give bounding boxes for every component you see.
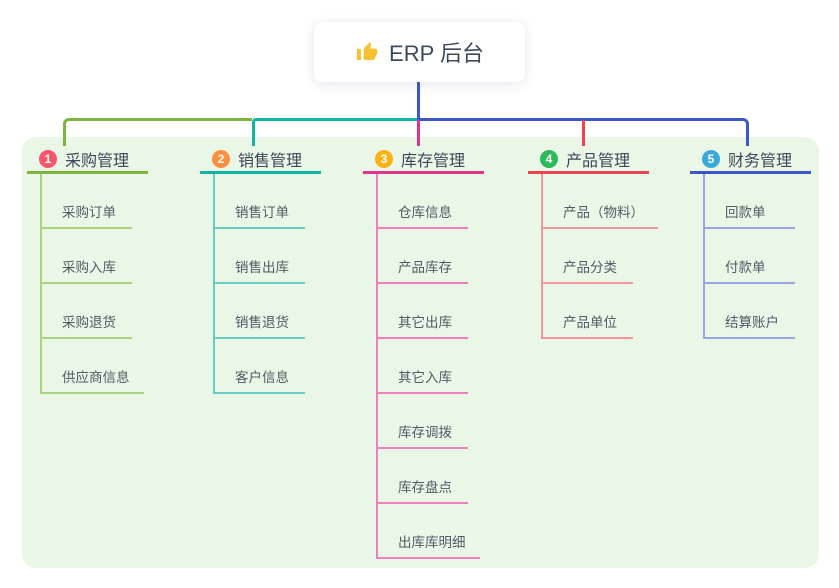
connector-branch2	[252, 118, 417, 146]
branch-inventory-header[interactable]: 3 库存管理	[363, 146, 484, 174]
branch-finance-label: 财务管理	[728, 152, 793, 170]
branch-sales-header[interactable]: 2 销售管理	[200, 146, 321, 174]
branch-sales-children: 销售订单 销售出库 销售退货 客户信息	[213, 174, 321, 394]
connector-branch5	[417, 118, 749, 146]
node-other-inbound[interactable]: 其它入库	[378, 339, 468, 394]
node-supplier-info[interactable]: 供应商信息	[42, 339, 144, 394]
branch-product: 4 产品管理 产品（物料） 产品分类 产品单位	[528, 146, 658, 339]
branch-product-header[interactable]: 4 产品管理	[528, 146, 649, 174]
node-product-unit[interactable]: 产品单位	[543, 284, 633, 339]
branch-purchase-children: 采购订单 采购入库 采购退货 供应商信息	[40, 174, 148, 394]
thumbs-up-icon	[355, 40, 379, 64]
connector-branch4	[582, 120, 585, 146]
branch-purchase-label: 采购管理	[65, 152, 130, 170]
node-sales-outbound[interactable]: 销售出库	[215, 229, 305, 284]
branch-purchase-header[interactable]: 1 采购管理	[27, 146, 148, 174]
branch-sales-label: 销售管理	[238, 152, 303, 170]
node-warehouse-info[interactable]: 仓库信息	[378, 174, 468, 229]
root-node[interactable]: ERP 后台	[314, 22, 525, 82]
node-product-material[interactable]: 产品（物料）	[543, 174, 658, 229]
node-stock-transfer[interactable]: 库存调拨	[378, 394, 468, 449]
branch-product-children: 产品（物料） 产品分类 产品单位	[541, 174, 658, 339]
badge-3: 3	[375, 149, 393, 168]
root-title: ERP 后台	[389, 41, 484, 66]
branch-finance-children: 回款单 付款单 结算账户	[703, 174, 811, 339]
badge-5: 5	[702, 149, 720, 168]
node-other-outbound[interactable]: 其它出库	[378, 284, 468, 339]
branch-inventory-children: 仓库信息 产品库存 其它出库 其它入库 库存调拨 库存盘点 出库库明细	[376, 174, 484, 559]
branch-finance-header[interactable]: 5 财务管理	[690, 146, 811, 174]
badge-1: 1	[39, 149, 57, 168]
node-receipt-bill[interactable]: 回款单	[705, 174, 795, 229]
branch-inventory: 3 库存管理 仓库信息 产品库存 其它出库 其它入库 库存调拨 库存盘点 出库库…	[363, 146, 484, 559]
branch-finance: 5 财务管理 回款单 付款单 结算账户	[690, 146, 811, 339]
node-purchase-return[interactable]: 采购退货	[42, 284, 132, 339]
branch-sales: 2 销售管理 销售订单 销售出库 销售退货 客户信息	[200, 146, 321, 394]
node-sales-return[interactable]: 销售退货	[215, 284, 305, 339]
node-payment-bill[interactable]: 付款单	[705, 229, 795, 284]
node-purchase-inbound[interactable]: 采购入库	[42, 229, 132, 284]
node-product-stock[interactable]: 产品库存	[378, 229, 468, 284]
node-outbound-detail[interactable]: 出库库明细	[378, 504, 480, 559]
node-settlement-account[interactable]: 结算账户	[705, 284, 795, 339]
node-product-category[interactable]: 产品分类	[543, 229, 633, 284]
connector-branch1	[63, 118, 252, 146]
node-sales-order[interactable]: 销售订单	[215, 174, 305, 229]
node-purchase-order[interactable]: 采购订单	[42, 174, 132, 229]
root-connector-line	[417, 82, 420, 120]
node-stock-check[interactable]: 库存盘点	[378, 449, 468, 504]
branches-panel	[22, 137, 819, 568]
branch-inventory-label: 库存管理	[401, 152, 466, 170]
badge-4: 4	[540, 149, 558, 168]
branch-product-label: 产品管理	[566, 152, 631, 170]
connector-branch3	[417, 120, 420, 146]
branch-purchase: 1 采购管理 采购订单 采购入库 采购退货 供应商信息	[27, 146, 148, 394]
badge-2: 2	[212, 149, 230, 168]
node-customer-info[interactable]: 客户信息	[215, 339, 305, 394]
